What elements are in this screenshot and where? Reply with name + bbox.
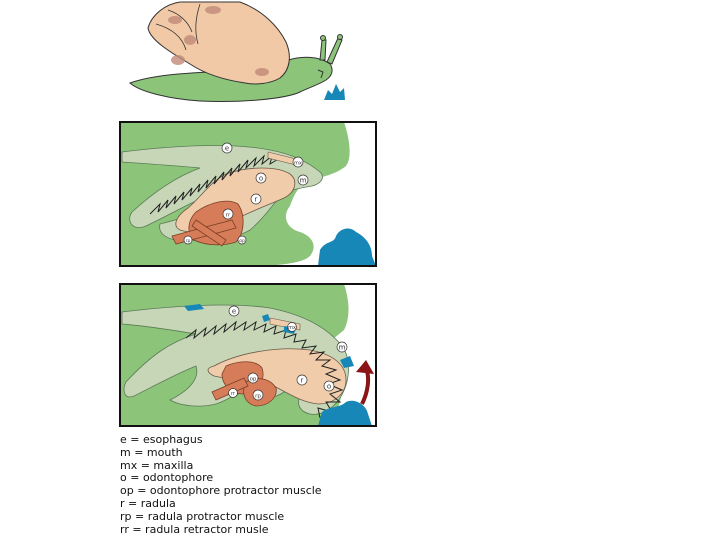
panel-2-labels: e mx m op rr rp r o: [228, 305, 348, 401]
label-marker: rr: [222, 208, 234, 220]
legend-item: r = radula: [120, 496, 176, 510]
svg-text:r: r: [301, 377, 304, 385]
panel-1-labels: e mx m o r rr rp op: [183, 142, 309, 245]
svg-text:o: o: [259, 175, 263, 183]
svg-text:rr: rr: [226, 213, 231, 219]
svg-text:e: e: [225, 145, 229, 153]
label-marker: mx: [292, 156, 304, 168]
label-marker: op: [237, 235, 247, 245]
shell-spot: [255, 68, 269, 76]
legend-item: o = odontophore: [120, 471, 214, 485]
muscle-op: [191, 219, 227, 247]
food-fragment: [340, 356, 354, 368]
svg-text:op: op: [239, 239, 245, 244]
radula-teeth: [149, 154, 281, 215]
shell-spot: [184, 35, 196, 45]
svg-text:rr: rr: [231, 391, 236, 397]
label-marker: m: [297, 174, 309, 186]
label-marker: e: [228, 305, 240, 317]
svg-text:rp: rp: [255, 394, 261, 400]
shell-spot: [205, 6, 221, 14]
label-marker: e: [221, 142, 233, 154]
food-plant: [318, 400, 372, 426]
snail-tentacle-right: [326, 37, 343, 65]
label-marker: o: [323, 380, 335, 392]
svg-text:m: m: [339, 344, 346, 352]
label-marker: mx: [287, 322, 297, 332]
svg-text:op: op: [250, 377, 257, 383]
svg-text:mx: mx: [294, 161, 302, 167]
legend-item: rr = radula retractor musle: [120, 522, 269, 536]
legend-item: e = esophagus: [120, 433, 203, 446]
food-plant: [324, 84, 345, 100]
label-marker: rp: [183, 235, 193, 245]
label-marker: m: [336, 341, 348, 353]
label-marker: op: [247, 372, 259, 384]
svg-text:r: r: [255, 196, 258, 204]
legend-item: mx = maxilla: [120, 458, 194, 472]
svg-text:mx: mx: [288, 325, 296, 331]
legend-item: op = odontophore protractor muscle: [120, 484, 322, 498]
food-fragment: [262, 314, 270, 322]
svg-text:e: e: [232, 308, 236, 316]
food-fragment: [184, 304, 204, 311]
shell-spot: [171, 55, 185, 65]
panel-feeding: e mx m op rr rp r o: [119, 283, 377, 427]
snail-shell: [147, 1, 290, 85]
label-marker: r: [296, 374, 308, 386]
label-marker: o: [255, 172, 267, 184]
snail-eye-right: [337, 34, 343, 40]
legend-item: m = mouth: [120, 445, 183, 459]
label-marker: rp: [252, 389, 264, 401]
shell-spot: [168, 16, 182, 24]
muscle-rr: [211, 377, 249, 401]
snail-tentacle-left: [319, 39, 327, 61]
legend-item: rp = radula protractor muscle: [120, 509, 285, 523]
svg-text:rp: rp: [186, 238, 191, 244]
svg-text:o: o: [327, 383, 331, 391]
panel-rest: e mx m o r rr rp op: [119, 121, 377, 267]
snail-mouth: [317, 69, 324, 79]
snail-illustration: [129, 1, 345, 103]
feeding-arrowhead: [356, 360, 374, 374]
svg-text:m: m: [300, 177, 307, 185]
food-plant: [318, 228, 376, 266]
snail-eye-left: [320, 35, 326, 41]
label-marker: rr: [228, 388, 238, 398]
legend: e = esophagus m = mouth mx = maxilla o =…: [120, 433, 322, 536]
label-marker: r: [250, 193, 262, 205]
